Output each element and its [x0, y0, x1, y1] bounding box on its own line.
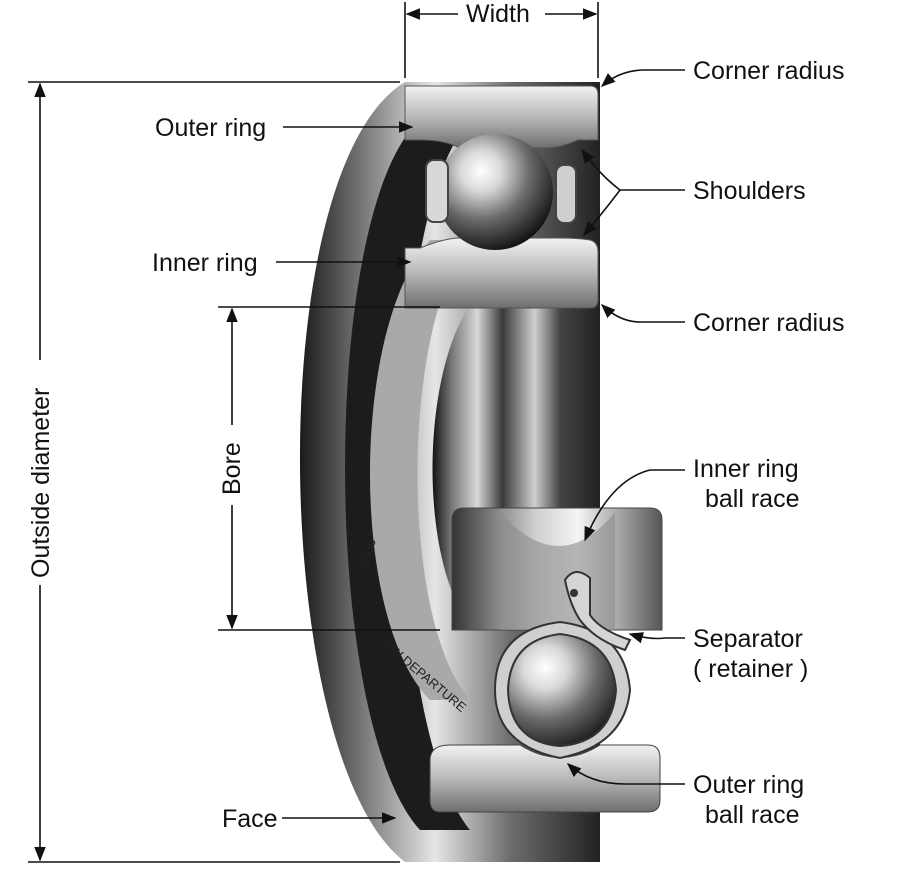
top-separator-left [425, 159, 449, 223]
label-inner-ring-ball-race-line1: Inner ring [693, 455, 799, 483]
separator-rivet [570, 589, 578, 597]
label-shoulders: Shoulders [693, 177, 806, 205]
label-outer-ring-ball-race-line2: ball race [705, 801, 800, 829]
leader-lines [276, 69, 685, 824]
label-separator-line1: Separator [693, 625, 803, 653]
label-bore: Bore [218, 442, 246, 495]
leader-shoulders-a [581, 148, 685, 191]
label-outer-ring: Outer ring [155, 114, 266, 142]
label-face: Face [222, 805, 278, 833]
leader-outer-ring-ball-race [566, 763, 685, 785]
top-separator-right [555, 164, 577, 224]
leader-corner-radius-bottom [600, 304, 685, 323]
marking-part-number: 3306 [355, 536, 379, 570]
labels: Width Corner radius Outer ring Shoulders… [27, 0, 844, 833]
leader-separator [628, 632, 685, 644]
top-ball [437, 134, 553, 250]
bottom-ball [498, 628, 622, 752]
marking-origin: U.S.A. [377, 260, 397, 297]
outer-ring-race-block [429, 744, 661, 813]
bearing-illustration: 3306 NEW DEPARTURE U.S.A. [299, 82, 663, 862]
leader-corner-radius-top [600, 69, 685, 87]
leader-shoulders-b [583, 189, 621, 237]
label-outside-diameter: Outside diameter [27, 388, 55, 578]
label-inner-ring: Inner ring [152, 249, 258, 277]
outer-ring-inner-band [345, 120, 470, 830]
label-corner-radius-bottom: Corner radius [693, 309, 844, 337]
inner-ring-face [370, 240, 470, 700]
outer-ring-section [404, 85, 599, 149]
label-inner-ring-ball-race-line2: ball race [705, 485, 800, 513]
label-corner-radius-top: Corner radius [693, 57, 844, 85]
label-separator-line2: ( retainer ) [693, 655, 808, 683]
leader-inner-ring-ball-race [584, 469, 685, 542]
label-outer-ring-ball-race-line1: Outer ring [693, 771, 804, 799]
separator-retainer [493, 620, 632, 760]
inner-ring-section [404, 237, 599, 309]
label-width: Width [466, 0, 530, 28]
dimension-lines [28, 2, 599, 863]
